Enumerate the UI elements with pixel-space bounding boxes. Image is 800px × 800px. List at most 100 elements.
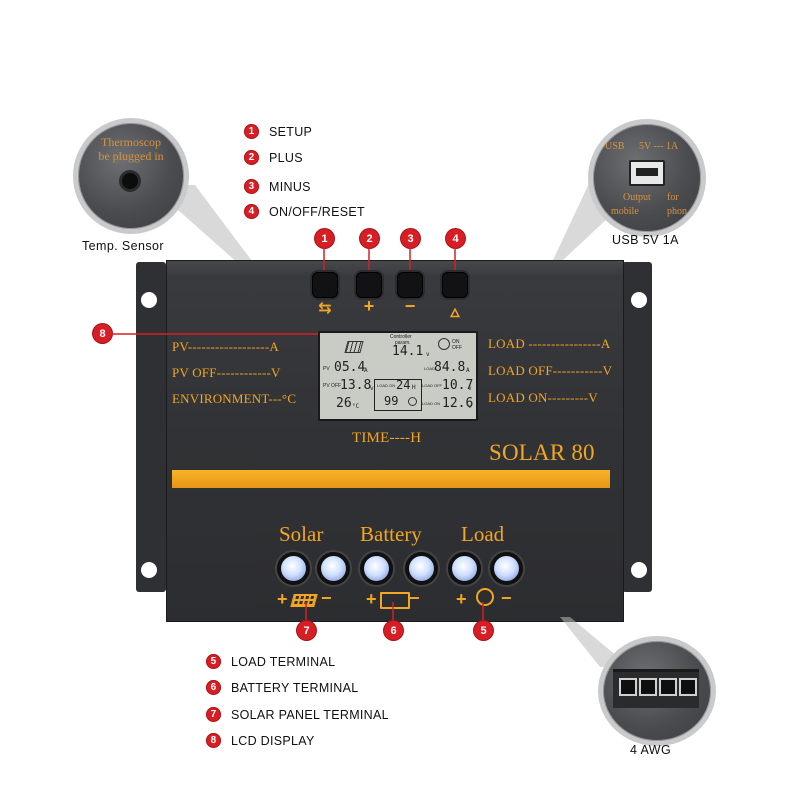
awg-caption: 4 AWG xyxy=(630,743,672,757)
smiley-icon xyxy=(408,397,417,406)
bulb-icon xyxy=(438,338,450,350)
power-drop-icon: 🜂 xyxy=(449,306,461,320)
battery-positive-terminal[interactable] xyxy=(360,552,393,585)
terminal-block-icon xyxy=(613,669,699,708)
legend-badge: 8 xyxy=(206,733,221,748)
lcd-batt-unit: H xyxy=(412,384,416,391)
legend-badge: 7 xyxy=(206,707,221,722)
sensor-jack-icon xyxy=(122,173,138,189)
lcd-env-value: 26 xyxy=(336,396,352,411)
terminal-group-solar: Solar xyxy=(279,522,324,546)
usb-port-icon xyxy=(629,160,665,186)
label-pv-off: PV OFF------------V xyxy=(172,365,281,380)
minus-button[interactable] xyxy=(397,272,423,298)
usb-lens: USB 5V --- 1A Output for mobile phon xyxy=(588,119,706,237)
label-load-off: LOAD OFF-----------V xyxy=(488,363,613,378)
lcd-batt-tag: LOAD ON xyxy=(377,383,396,388)
legend-badge: 3 xyxy=(244,179,259,194)
minus-icon: − xyxy=(404,296,416,316)
legend-item-lcd-display: 8 LCD DISPLAY xyxy=(206,733,315,748)
lcd-pv-unit: A xyxy=(364,367,368,374)
lcd-pv-value: 05.4 xyxy=(334,360,366,375)
lcd-onoff: ON OFF xyxy=(452,339,462,351)
load-positive-terminal[interactable] xyxy=(448,552,481,585)
legend-label: SOLAR PANEL TERMINAL xyxy=(231,707,389,722)
load-plus-sign: + xyxy=(456,589,467,609)
left-mounting-ear xyxy=(136,262,166,592)
label-environment: ENVIRONMENT---°C xyxy=(172,391,297,406)
setup-button[interactable] xyxy=(312,272,338,298)
legend-badge: 5 xyxy=(206,654,221,669)
lcd-pvoff-unit: v xyxy=(370,385,374,392)
battery-icon xyxy=(380,592,410,609)
lcd-loadon-unit: v xyxy=(468,403,472,410)
lcd-loadoff-unit: v xyxy=(468,385,472,392)
lcd-env-unit: °C xyxy=(352,403,360,410)
usb-lens-mobile: mobile xyxy=(611,206,639,217)
battery-plus-sign: + xyxy=(366,589,377,609)
onoff-reset-button[interactable] xyxy=(442,272,468,298)
terminal-number-badge: 7 xyxy=(297,621,316,640)
lcd-number-badge: 8 xyxy=(93,324,112,343)
legend-item-onoff-reset: 4 ON/OFF/RESET xyxy=(244,204,365,219)
lcd-load-tag: LOAD xyxy=(424,366,435,371)
legend-item-solar-panel-terminal: 7 SOLAR PANEL TERMINAL xyxy=(206,707,389,722)
load-negative-terminal[interactable] xyxy=(490,552,523,585)
temp-lens-text-1: Thermoscop xyxy=(101,135,161,149)
lcd-loadon-value: 12.6 xyxy=(442,396,474,411)
solar-positive-terminal[interactable] xyxy=(277,552,310,585)
solar-negative-terminal[interactable] xyxy=(317,552,350,585)
legend-badge: 2 xyxy=(244,150,259,165)
lcd-batt-value: 24 xyxy=(396,378,411,392)
usb-lens-for: for xyxy=(667,192,679,203)
legend-item-plus: 2 PLUS xyxy=(244,150,303,165)
legend-label: LOAD TERMINAL xyxy=(231,654,336,669)
solar-plus-sign: + xyxy=(277,589,288,609)
button-number-badge: 2 xyxy=(360,229,379,248)
usb-lens-label: USB xyxy=(605,141,625,152)
temp-sensor-caption: Temp. Sensor xyxy=(82,239,164,253)
lcd-pv-tag: PV xyxy=(323,366,330,372)
orange-stripe xyxy=(172,470,610,488)
legend-item-battery-terminal: 6 BATTERY TERMINAL xyxy=(206,680,359,695)
legend-label: SETUP xyxy=(269,124,313,139)
legend-label: LCD DISPLAY xyxy=(231,733,315,748)
legend-label: BATTERY TERMINAL xyxy=(231,680,359,695)
lcd-pvoff-value: 13.8 xyxy=(340,378,372,393)
load-minus-sign: − xyxy=(501,588,512,608)
lcd-loadoff-tag: LOAD OFF xyxy=(422,383,443,388)
lcd-controller-sub: param. xyxy=(395,340,411,346)
legend-badge: 1 xyxy=(244,124,259,139)
plus-button[interactable] xyxy=(356,272,382,298)
awg-lens xyxy=(598,636,716,746)
temp-sensor-lens: Thermoscop be plugged in xyxy=(73,118,189,234)
lcd-pvoff-tag: PV OFF xyxy=(323,383,342,389)
right-mounting-ear xyxy=(622,262,652,592)
terminal-pointer-lines xyxy=(305,602,484,624)
battery-icon xyxy=(374,379,422,411)
solar-minus-sign: − xyxy=(321,588,332,608)
lcd-batt-value2: 99 xyxy=(384,394,399,408)
time-label: TIME----H xyxy=(352,430,422,446)
battery-negative-terminal[interactable] xyxy=(405,552,438,585)
lcd-top-unit: v xyxy=(426,351,430,358)
temp-lens-text-2: be plugged in xyxy=(98,149,164,163)
lcd-load-unit: A xyxy=(466,367,470,374)
label-pv: PV------------------A xyxy=(172,339,279,354)
plus-icon: + xyxy=(363,296,375,316)
legend-item-setup: 1 SETUP xyxy=(244,124,312,139)
lcd-display: Controller param. 14.1 v ON OFF PV 05.4 … xyxy=(318,331,478,421)
solar-charge-controller xyxy=(166,260,624,622)
usb-lens-rating: 5V --- 1A xyxy=(639,141,679,152)
lcd-load-value: 84.8 xyxy=(434,360,466,375)
lcd-loadoff-value: 10.7 xyxy=(442,378,474,393)
terminal-group-battery: Battery xyxy=(360,522,422,546)
lcd-top-value: 14.1 xyxy=(392,344,424,359)
usb-lens-phone: phon xyxy=(667,206,687,217)
usb-caption: USB 5V 1A xyxy=(612,233,679,247)
button-pointer-lines xyxy=(323,248,456,270)
terminal-group-load: Load xyxy=(461,522,505,546)
lcd-pointer-line xyxy=(110,333,335,335)
solar-panel-icon xyxy=(344,341,364,353)
button-number-badge: 3 xyxy=(401,229,420,248)
